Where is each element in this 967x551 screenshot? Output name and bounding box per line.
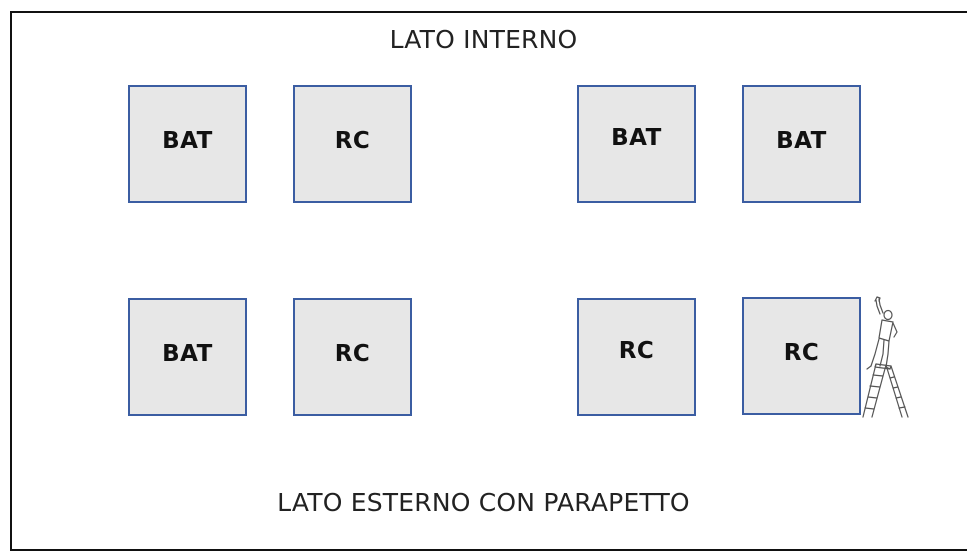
unit-label: RC (783, 340, 820, 366)
unit-label: RC (334, 341, 371, 367)
external-side-label: LATO ESTERNO CON PARAPETTO (277, 488, 690, 517)
worker-on-ladder-icon (862, 296, 909, 418)
unit-label: BAT (776, 128, 827, 154)
unit-box: BAT (128, 298, 247, 416)
unit-label: BAT (162, 341, 213, 367)
unit-box: BAT (128, 85, 247, 203)
unit-box: RC (293, 298, 412, 416)
unit-box: RC (577, 298, 696, 416)
unit-box: RC (742, 297, 861, 415)
unit-box: RC (293, 85, 412, 203)
unit-label: BAT (162, 128, 213, 154)
unit-label: RC (334, 128, 371, 154)
unit-label: BAT (611, 125, 662, 151)
unit-label: RC (618, 338, 655, 364)
unit-box: BAT (742, 85, 861, 203)
unit-box: BAT (577, 85, 696, 203)
internal-side-label: LATO INTERNO (389, 25, 578, 54)
